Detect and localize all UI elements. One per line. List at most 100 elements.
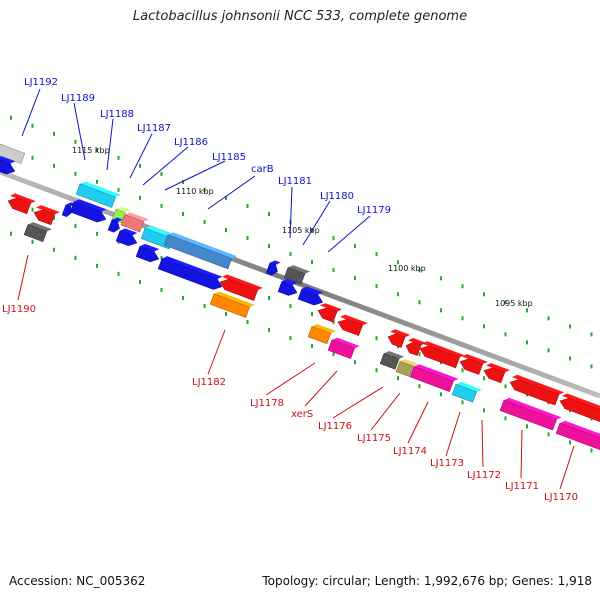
scale-tick <box>268 244 270 249</box>
gene-block[interactable] <box>307 323 336 345</box>
scale-tick <box>160 203 163 208</box>
gene-block[interactable] <box>218 273 263 302</box>
scale-tick <box>160 255 163 260</box>
gene-block-bevel <box>80 181 121 198</box>
scale-tick <box>246 204 249 209</box>
scale-tick <box>10 231 12 236</box>
gene-block-bevel <box>390 329 411 338</box>
scale-tick <box>483 376 485 381</box>
scale-tick <box>440 392 442 397</box>
leader-line <box>129 133 153 179</box>
gene-block-body <box>23 224 48 243</box>
scale-tick <box>590 364 593 369</box>
gene-block[interactable] <box>107 216 123 234</box>
scale-tick <box>526 340 528 345</box>
gene-label-xerS[interactable]: xerS <box>291 409 313 420</box>
gene-block[interactable] <box>555 419 600 452</box>
gene-label-LJ1180[interactable]: LJ1180 <box>320 191 354 202</box>
gene-block[interactable] <box>32 204 60 226</box>
scale-tick <box>74 255 77 260</box>
gene-block[interactable] <box>115 227 140 248</box>
gene-block[interactable] <box>379 350 405 371</box>
gene-block[interactable] <box>386 328 411 349</box>
gene-block[interactable] <box>75 180 121 209</box>
leader-line <box>559 445 575 490</box>
gene-block[interactable] <box>0 137 30 165</box>
gene-block[interactable] <box>157 255 225 292</box>
gene-block[interactable] <box>458 353 488 376</box>
scale-tick <box>547 348 550 353</box>
gene-label-carB[interactable]: carB <box>251 164 274 175</box>
gene-block[interactable] <box>482 362 510 384</box>
gene-label-LJ1175[interactable]: LJ1175 <box>357 433 391 444</box>
leader-line <box>142 146 189 186</box>
gene-block[interactable] <box>451 380 482 403</box>
gene-block[interactable] <box>404 337 427 357</box>
gene-label-LJ1187[interactable]: LJ1187 <box>137 123 171 134</box>
scale-tick <box>74 171 77 176</box>
gene-block[interactable] <box>395 358 419 378</box>
gene-block[interactable] <box>297 285 326 307</box>
gene-label-LJ1172[interactable]: LJ1172 <box>467 470 501 481</box>
gene-block-bevel <box>28 222 52 232</box>
gene-block-bevel <box>0 138 30 154</box>
scale-tick <box>10 115 12 120</box>
gene-block-body <box>509 379 560 406</box>
gene-block[interactable] <box>135 243 162 265</box>
gene-block-bevel <box>288 265 311 274</box>
gene-block-body <box>0 140 26 164</box>
scale-tick <box>418 268 421 273</box>
gene-block-body <box>405 341 422 356</box>
gene-block-bevel <box>214 291 255 308</box>
gene-block[interactable] <box>558 392 600 428</box>
gene-block[interactable] <box>316 302 343 324</box>
gene-label-LJ1179[interactable]: LJ1179 <box>357 205 391 216</box>
gene-block[interactable] <box>327 336 360 360</box>
gene-label-LJ1190[interactable]: LJ1190 <box>2 304 36 315</box>
gene-label-LJ1171[interactable]: LJ1171 <box>505 481 539 492</box>
gene-block[interactable] <box>418 340 465 369</box>
gene-label-LJ1174[interactable]: LJ1174 <box>393 446 427 457</box>
gene-block[interactable] <box>209 290 255 319</box>
gene-block-body <box>409 366 454 392</box>
gene-block[interactable] <box>69 198 109 225</box>
gene-label-LJ1182[interactable]: LJ1182 <box>192 377 226 388</box>
gene-block[interactable] <box>283 264 311 286</box>
gene-label-LJ1170[interactable]: LJ1170 <box>544 492 578 503</box>
gene-label-LJ1173[interactable]: LJ1173 <box>430 458 464 469</box>
gene-label-LJ1186[interactable]: LJ1186 <box>174 137 208 148</box>
gene-block[interactable] <box>6 192 36 215</box>
gene-block[interactable] <box>120 211 149 233</box>
gene-label-LJ1176[interactable]: LJ1176 <box>318 421 352 432</box>
gene-block[interactable] <box>61 201 76 218</box>
gene-block[interactable] <box>163 231 237 270</box>
gene-block[interactable] <box>277 278 300 298</box>
gene-label-LJ1188[interactable]: LJ1188 <box>100 109 134 120</box>
scale-tick <box>74 223 77 228</box>
gene-block-body <box>135 245 160 263</box>
gene-block[interactable] <box>265 259 281 277</box>
scale-tick <box>547 432 550 437</box>
scale-tick <box>268 328 270 333</box>
gene-label-LJ1181[interactable]: LJ1181 <box>278 176 312 187</box>
gene-block[interactable] <box>409 363 459 393</box>
scale-tick <box>397 376 399 381</box>
gene-label-LJ1185[interactable]: LJ1185 <box>212 152 246 163</box>
gene-label-LJ1189[interactable]: LJ1189 <box>61 93 95 104</box>
gene-block[interactable] <box>23 221 52 243</box>
gene-block[interactable] <box>336 313 368 337</box>
gene-block-body <box>33 209 56 226</box>
gene-label-LJ1178[interactable]: LJ1178 <box>250 398 284 409</box>
genome-summary-text: Topology: circular; Length: 1,992,676 bp… <box>262 574 592 588</box>
gene-block[interactable] <box>0 155 18 177</box>
scale-tick <box>289 304 292 309</box>
gene-block[interactable] <box>508 373 564 406</box>
gene-label-LJ1192[interactable]: LJ1192 <box>24 77 58 88</box>
leader-line <box>304 370 338 407</box>
gene-block[interactable] <box>499 396 562 431</box>
gene-block-body <box>327 339 355 360</box>
scale-tick <box>139 279 141 284</box>
gene-block-body <box>157 258 223 290</box>
